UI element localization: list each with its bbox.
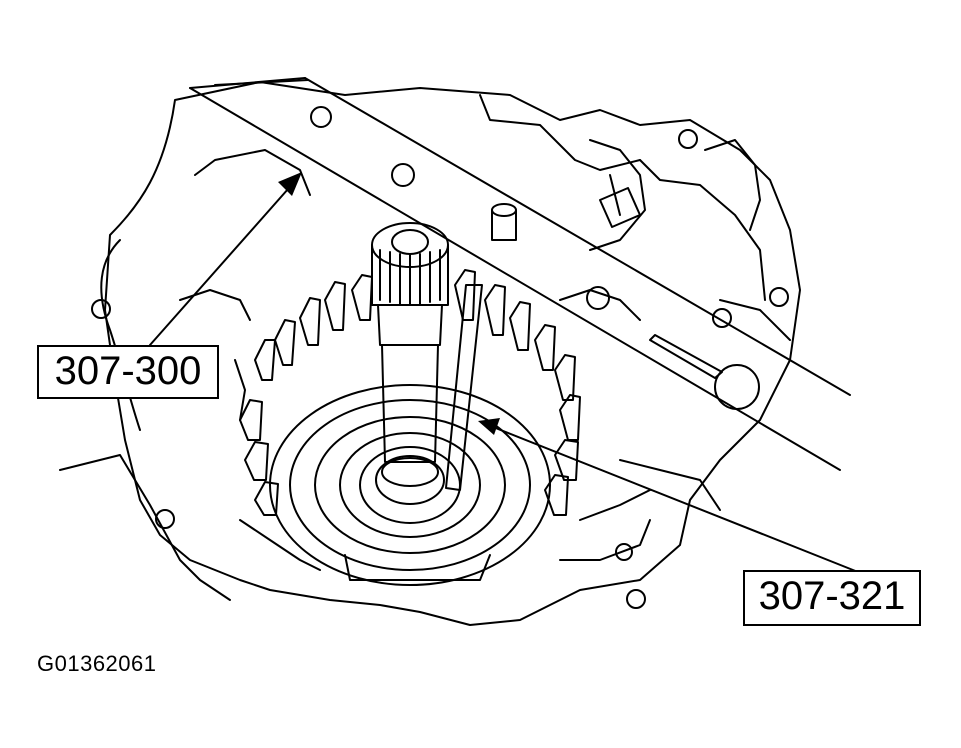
callout-tool-307-300: 307-300 (37, 345, 219, 399)
straightedge-bar-tool (189, 77, 851, 471)
input-shaft (371, 222, 449, 487)
arrowheads (278, 172, 500, 435)
figure-id-label: G01362061 (37, 651, 157, 676)
clutch-pack (239, 269, 581, 516)
transmission-case (59, 81, 801, 626)
clutch-drum-rings (269, 384, 551, 586)
gauge-blade-tool (445, 284, 483, 491)
callout-tool-307-321: 307-321 (743, 570, 921, 626)
mounting-holes (91, 106, 789, 609)
leader-lines (149, 179, 859, 573)
